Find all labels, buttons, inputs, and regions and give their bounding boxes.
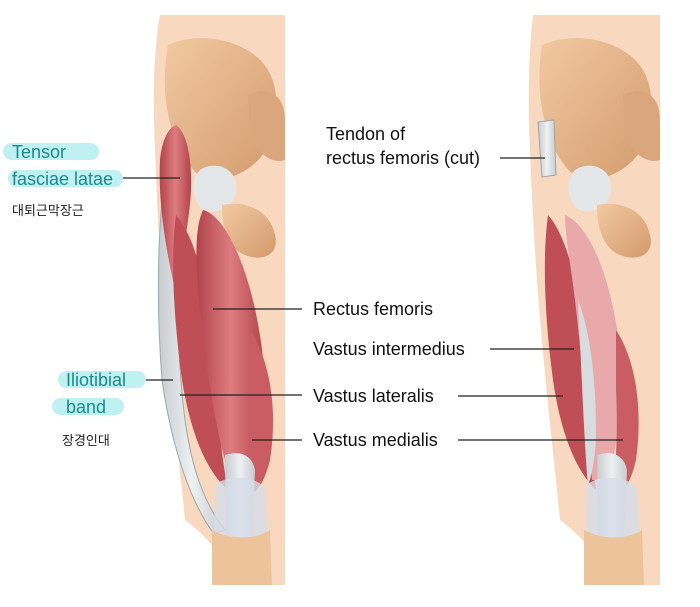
right-vastus-medialis — [612, 330, 639, 498]
left-pelvis — [164, 38, 277, 181]
left-knee — [214, 477, 268, 543]
left-vastus-medialis — [244, 330, 274, 498]
right-tendon-cut — [537, 119, 557, 178]
left-tibia — [212, 530, 272, 585]
itb-highlight-2 — [52, 398, 124, 415]
left-sacrum — [248, 91, 285, 161]
right-vastus-lateralis — [544, 215, 596, 490]
itb-highlight-1 — [58, 371, 146, 388]
left-rectus-femoris — [196, 210, 265, 470]
left-femur-head — [193, 165, 237, 212]
left-leg — [153, 15, 285, 585]
right-leg — [528, 15, 660, 585]
leader-lines — [123, 157, 623, 441]
left-vastus-lateralis — [173, 215, 228, 490]
itb-label-line2: band — [66, 397, 107, 417]
vastus-medialis-label: Vastus medialis — [313, 430, 438, 450]
right-tibia — [584, 530, 644, 585]
itb-label-line1: Iliotibial — [66, 370, 127, 390]
itb-korean-label: 장경인대 — [62, 433, 110, 448]
right-knee — [586, 477, 640, 543]
right-pelvis — [539, 38, 652, 181]
right-femur-head — [568, 165, 612, 212]
tensor-label-line2: fasciae latae — [12, 169, 114, 189]
right-ischium — [597, 203, 651, 258]
tendon-label-line1: Tendon of — [326, 124, 406, 144]
right-intermedius-aponeurosis — [578, 300, 596, 485]
tendon-label-line2: rectus femoris (cut) — [326, 148, 481, 168]
tensor-label-line1: Tensor — [12, 142, 67, 162]
right-sacrum — [623, 91, 660, 161]
tensor-korean-label: 대퇴근막장근 — [12, 203, 84, 218]
tensor-highlight-2 — [8, 170, 123, 187]
tensor-highlight-1 — [3, 143, 99, 160]
vastus-intermedius-label: Vastus intermedius — [313, 339, 465, 359]
left-ischium — [222, 203, 276, 258]
right-vastus-intermedius — [565, 215, 622, 480]
vastus-lateralis-label: Vastus lateralis — [313, 386, 434, 406]
rectus-femoris-label: Rectus femoris — [313, 299, 434, 319]
